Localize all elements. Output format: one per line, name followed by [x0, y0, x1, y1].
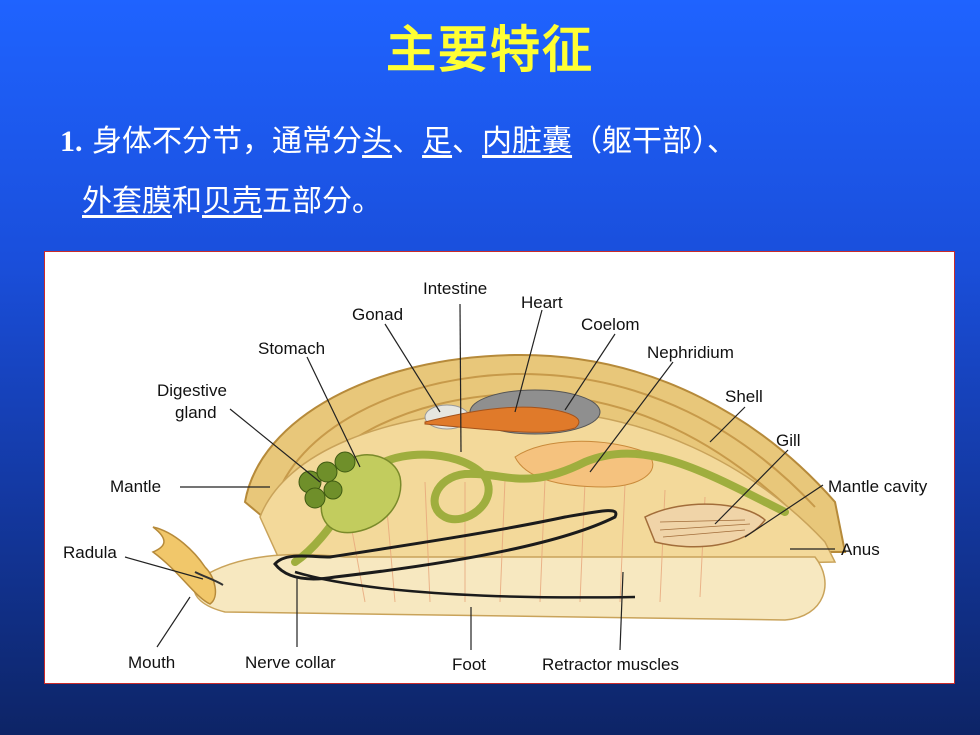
head-shape	[151, 526, 217, 605]
heart-shape	[424, 406, 580, 433]
term-shell: 贝壳	[202, 184, 262, 219]
label-digestive-gland-1: Digestive	[157, 381, 227, 400]
label-intestine: Intestine	[423, 279, 487, 298]
label-gill: Gill	[776, 431, 801, 450]
point-text-2: 、	[392, 124, 423, 159]
label-mantle-cavity: Mantle cavity	[828, 477, 928, 496]
digestive-gland-shape	[298, 451, 356, 509]
nerve-cord	[273, 509, 618, 581]
term-visceral-mass: 内脏囊	[482, 124, 573, 159]
retractor-muscle-fibers	[344, 479, 706, 603]
label-digestive-gland-2: gland	[175, 403, 217, 422]
label-foot: Foot	[452, 655, 486, 674]
point-text-1: 身体不分节，通常分	[92, 124, 363, 159]
label-mouth: Mouth	[128, 653, 175, 672]
point-line-2: 外套膜和贝壳五部分。	[60, 172, 940, 232]
point-text-4: （躯干部）、	[572, 124, 738, 159]
label-anus: Anus	[841, 540, 880, 559]
mollusc-anatomy-diagram: Intestine Heart Gonad Coelom Stomach Nep…	[63, 279, 928, 674]
point-text-5: 和	[172, 184, 202, 219]
point-text-6: 五部分。	[262, 184, 382, 219]
feature-point-1: 1. 身体不分节，通常分头、足、内脏囊（躯干部）、 外套膜和贝壳五部分。	[60, 112, 940, 232]
gill-filaments	[659, 519, 751, 538]
nerve-pedal	[294, 570, 636, 599]
label-mantle: Mantle	[110, 477, 161, 496]
term-mantle: 外套膜	[82, 184, 172, 219]
label-stomach: Stomach	[258, 339, 325, 358]
label-nephridium: Nephridium	[647, 343, 734, 362]
slide-title: 主要特征	[386, 21, 594, 79]
label-gonad: Gonad	[352, 305, 403, 324]
term-foot: 足	[422, 124, 453, 159]
label-coelom: Coelom	[581, 315, 640, 334]
point-text-3: 、	[452, 124, 483, 159]
radula-shape	[194, 571, 224, 586]
label-nerve-collar: Nerve collar	[245, 653, 336, 672]
label-radula: Radula	[63, 543, 117, 562]
label-shell: Shell	[725, 387, 763, 406]
point-line-1: 1. 身体不分节，通常分头、足、内脏囊（躯干部）、	[60, 112, 940, 172]
leader-lines	[124, 303, 835, 651]
point-number: 1.	[60, 125, 83, 158]
label-heart: Heart	[521, 293, 563, 312]
label-retractor-muscles: Retractor muscles	[542, 655, 679, 674]
foot-shape	[193, 553, 826, 621]
term-head: 头	[362, 124, 393, 159]
mollusc-anatomy-figure: Intestine Heart Gonad Coelom Stomach Nep…	[44, 251, 955, 684]
